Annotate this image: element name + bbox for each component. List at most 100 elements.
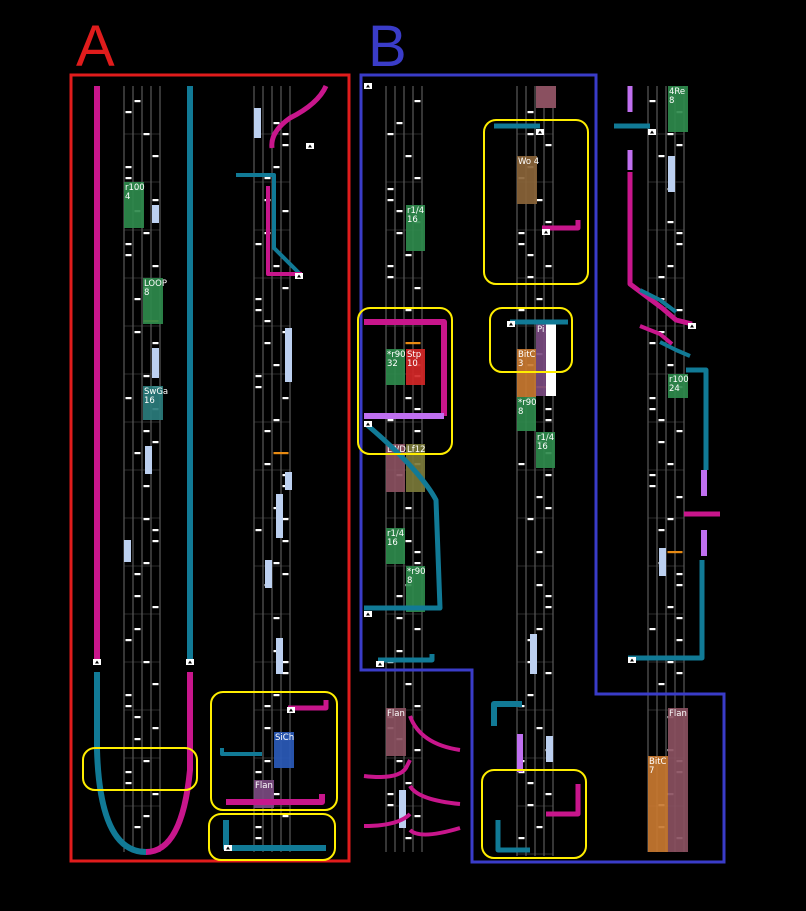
connector-line (145, 672, 193, 855)
note-white (143, 430, 150, 433)
note-white (536, 551, 543, 554)
note-white (667, 133, 674, 136)
long-note (152, 205, 159, 223)
long-note (399, 790, 406, 804)
note-white (658, 155, 665, 158)
note-white (536, 199, 543, 202)
note-white (396, 210, 403, 213)
note-white (414, 430, 421, 433)
block-label-line: *r90 (387, 350, 406, 360)
note-white (134, 573, 141, 576)
block-label-b2_wo: Wo 4 (518, 157, 539, 167)
note-white (545, 408, 552, 411)
note-white (125, 177, 132, 180)
note-white (405, 155, 412, 158)
long-note (285, 328, 292, 382)
note-white (676, 309, 683, 312)
note-white (143, 562, 150, 565)
connector-line (226, 794, 325, 805)
note-white (414, 705, 421, 708)
note-white (152, 540, 159, 543)
block-label-line: *r90 (407, 567, 426, 577)
arrow-marker-glyph (297, 274, 301, 278)
note-white (143, 133, 150, 136)
note-white (143, 518, 150, 521)
long-note (399, 800, 406, 828)
note-white (518, 309, 525, 312)
note-white (152, 199, 159, 202)
block-label-line: Flan (255, 781, 273, 791)
note-white (414, 551, 421, 554)
long-note (546, 736, 553, 762)
block-b3_bitc (648, 756, 668, 852)
curves-layer (94, 84, 720, 855)
block-label-line: 4 (125, 192, 130, 202)
long-note (265, 560, 272, 588)
block-b1_r14a (406, 205, 425, 251)
note-white (134, 100, 141, 103)
long-note (145, 446, 152, 474)
note-white (396, 122, 403, 125)
connector-line (288, 700, 329, 711)
block-label-line: Lf12 (407, 445, 426, 455)
block-label-line: Flan (669, 709, 687, 719)
note-white (255, 309, 262, 312)
note-white (536, 584, 543, 587)
long-note (659, 548, 666, 576)
block-label-line: 8 (144, 288, 149, 298)
note-white (658, 276, 665, 279)
note-white (414, 749, 421, 752)
note-white (282, 210, 289, 213)
arrow-marker-glyph (650, 130, 654, 134)
note-white (527, 782, 534, 785)
note-white (518, 463, 525, 466)
block-white-b2 (546, 324, 556, 396)
connector-line (363, 759, 412, 779)
block-label-b1_lf: Lf12 (407, 445, 426, 455)
block-b2_pi (536, 324, 546, 396)
note-white (405, 683, 412, 686)
note-white (152, 793, 159, 796)
note-white (387, 276, 394, 279)
note-white (273, 793, 280, 796)
note-white (125, 705, 132, 708)
block-b2_r14 (536, 432, 555, 468)
note-white (649, 485, 656, 488)
block-b1_flan (386, 708, 406, 756)
note-white (545, 474, 552, 477)
note-white (536, 727, 543, 730)
group-a-frame (69, 73, 351, 863)
note-white (255, 243, 262, 246)
arrow-marker-glyph (509, 322, 513, 326)
long-note (254, 108, 261, 138)
note-white (545, 265, 552, 268)
note-white (134, 452, 141, 455)
block-a2_sich (274, 732, 294, 768)
long-note (285, 472, 292, 490)
block-a1_loop (143, 278, 163, 324)
note-white (143, 815, 150, 818)
note-white (518, 771, 525, 774)
note-white (405, 507, 412, 510)
connector-line (236, 173, 302, 276)
note-white (282, 815, 289, 818)
connector-line (491, 701, 522, 726)
block-label-line: SwGa (144, 387, 168, 397)
arrow-marker-glyph (366, 422, 370, 426)
block-b2_wo (517, 156, 537, 204)
connector-line (686, 367, 709, 470)
block-label-b2_pi: Pi (537, 325, 544, 335)
note-white (545, 144, 552, 147)
note-white (649, 397, 656, 400)
note-white (143, 485, 150, 488)
arrow-marker-glyph (366, 84, 370, 88)
note-white (676, 496, 683, 499)
note-white (405, 309, 412, 312)
note-white (649, 474, 656, 477)
block-label-line: Pi (537, 325, 544, 335)
note-white (667, 518, 674, 521)
